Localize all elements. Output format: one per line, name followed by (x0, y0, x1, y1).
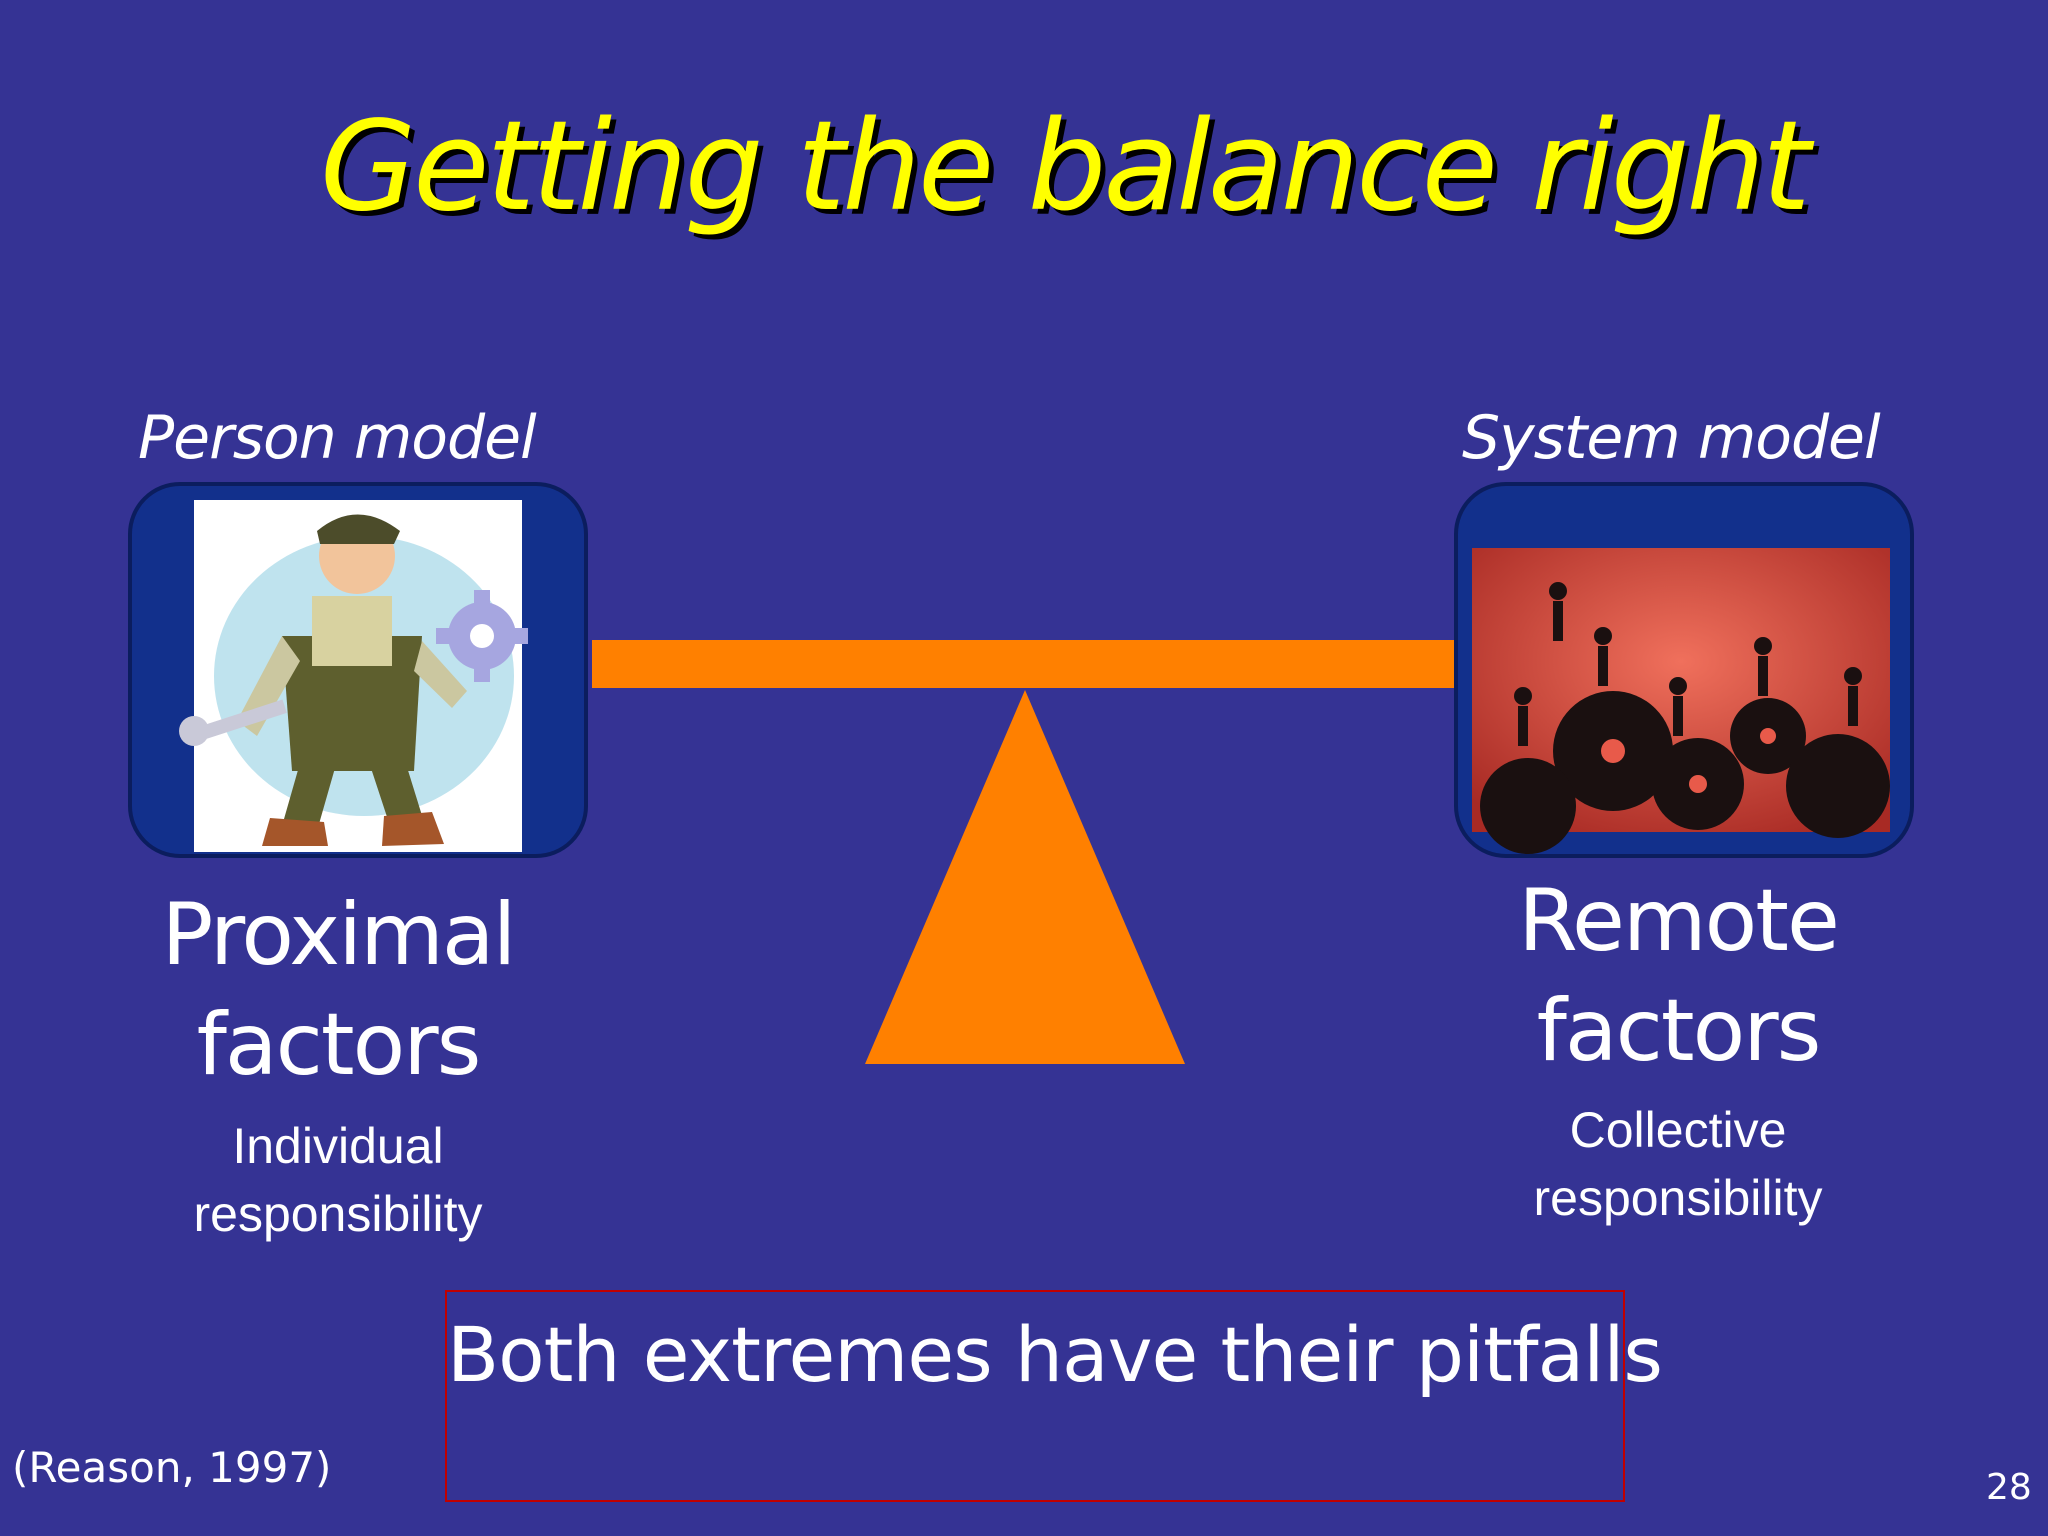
collective-responsibility-line2: responsibility (1533, 1170, 1823, 1226)
individual-responsibility-text: Individual responsibility (118, 1112, 558, 1248)
system-model-label: System model (1462, 403, 1881, 473)
remote-factors-line2: factors (1536, 981, 1822, 1081)
mechanic-icon (179, 500, 528, 852)
gears-people-icon (1472, 548, 1890, 854)
person-model-label: Person model (138, 403, 537, 473)
remote-factors-text: Remote factors (1458, 866, 1898, 1086)
fulcrum-triangle (865, 690, 1185, 1064)
slide-title: Getting the balance right (320, 95, 1811, 239)
balance-beam (592, 640, 1454, 688)
remote-factors-line1: Remote (1518, 871, 1840, 971)
collective-responsibility-text: Collective responsibility (1458, 1096, 1898, 1232)
pitfalls-callout-box: Both extremes have their pitfalls (445, 1290, 1663, 1502)
proximal-factors-line1: Proximal (161, 885, 517, 985)
citation: (Reason, 1997) (12, 1443, 332, 1492)
system-model-panel (1454, 482, 1914, 858)
proximal-factors-line2: factors (196, 995, 482, 1095)
page-number: 28 (1986, 1467, 2032, 1508)
individual-responsibility-line1: Individual (232, 1118, 444, 1174)
individual-responsibility-line2: responsibility (193, 1186, 483, 1242)
collective-responsibility-line1: Collective (1569, 1102, 1787, 1158)
person-model-panel (128, 482, 588, 858)
proximal-factors-text: Proximal factors (118, 880, 558, 1100)
pitfalls-callout-text: Both extremes have their pitfalls (447, 1310, 1663, 1399)
